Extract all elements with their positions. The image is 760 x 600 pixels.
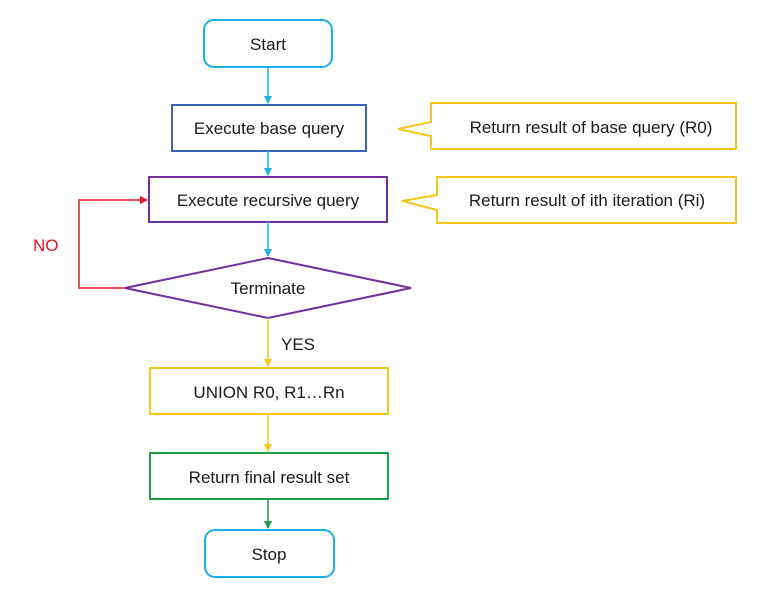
final-result-node: Return final result set [149,452,389,500]
stop-node: Stop [204,529,335,578]
recursive-query-label: Execute recursive query [177,191,360,210]
edge-no-loop [78,196,148,289]
callout-base-result: Return result of base query (R0) [397,102,737,150]
recursive-query-node: Execute recursive query [148,176,388,223]
terminate-label: Terminate [231,279,306,298]
base-query-node: Execute base query [171,104,367,152]
yes-label: YES [281,335,315,354]
final-result-label: Return final result set [189,468,350,487]
no-label: NO [33,236,59,255]
base-query-label: Execute base query [194,119,345,138]
terminate-decision-node: Terminate [124,256,412,320]
stop-label: Stop [252,545,287,564]
union-label: UNION R0, R1…Rn [193,383,344,402]
start-label: Start [250,35,286,54]
start-node: Start [203,19,333,68]
callout-iteration-result: Return result of ith iteration (Ri) [401,176,737,224]
callout-base-result-text: Return result of base query (R0) [470,118,713,137]
union-node: UNION R0, R1…Rn [149,367,389,415]
callout-iteration-result-text: Return result of ith iteration (Ri) [469,191,705,210]
